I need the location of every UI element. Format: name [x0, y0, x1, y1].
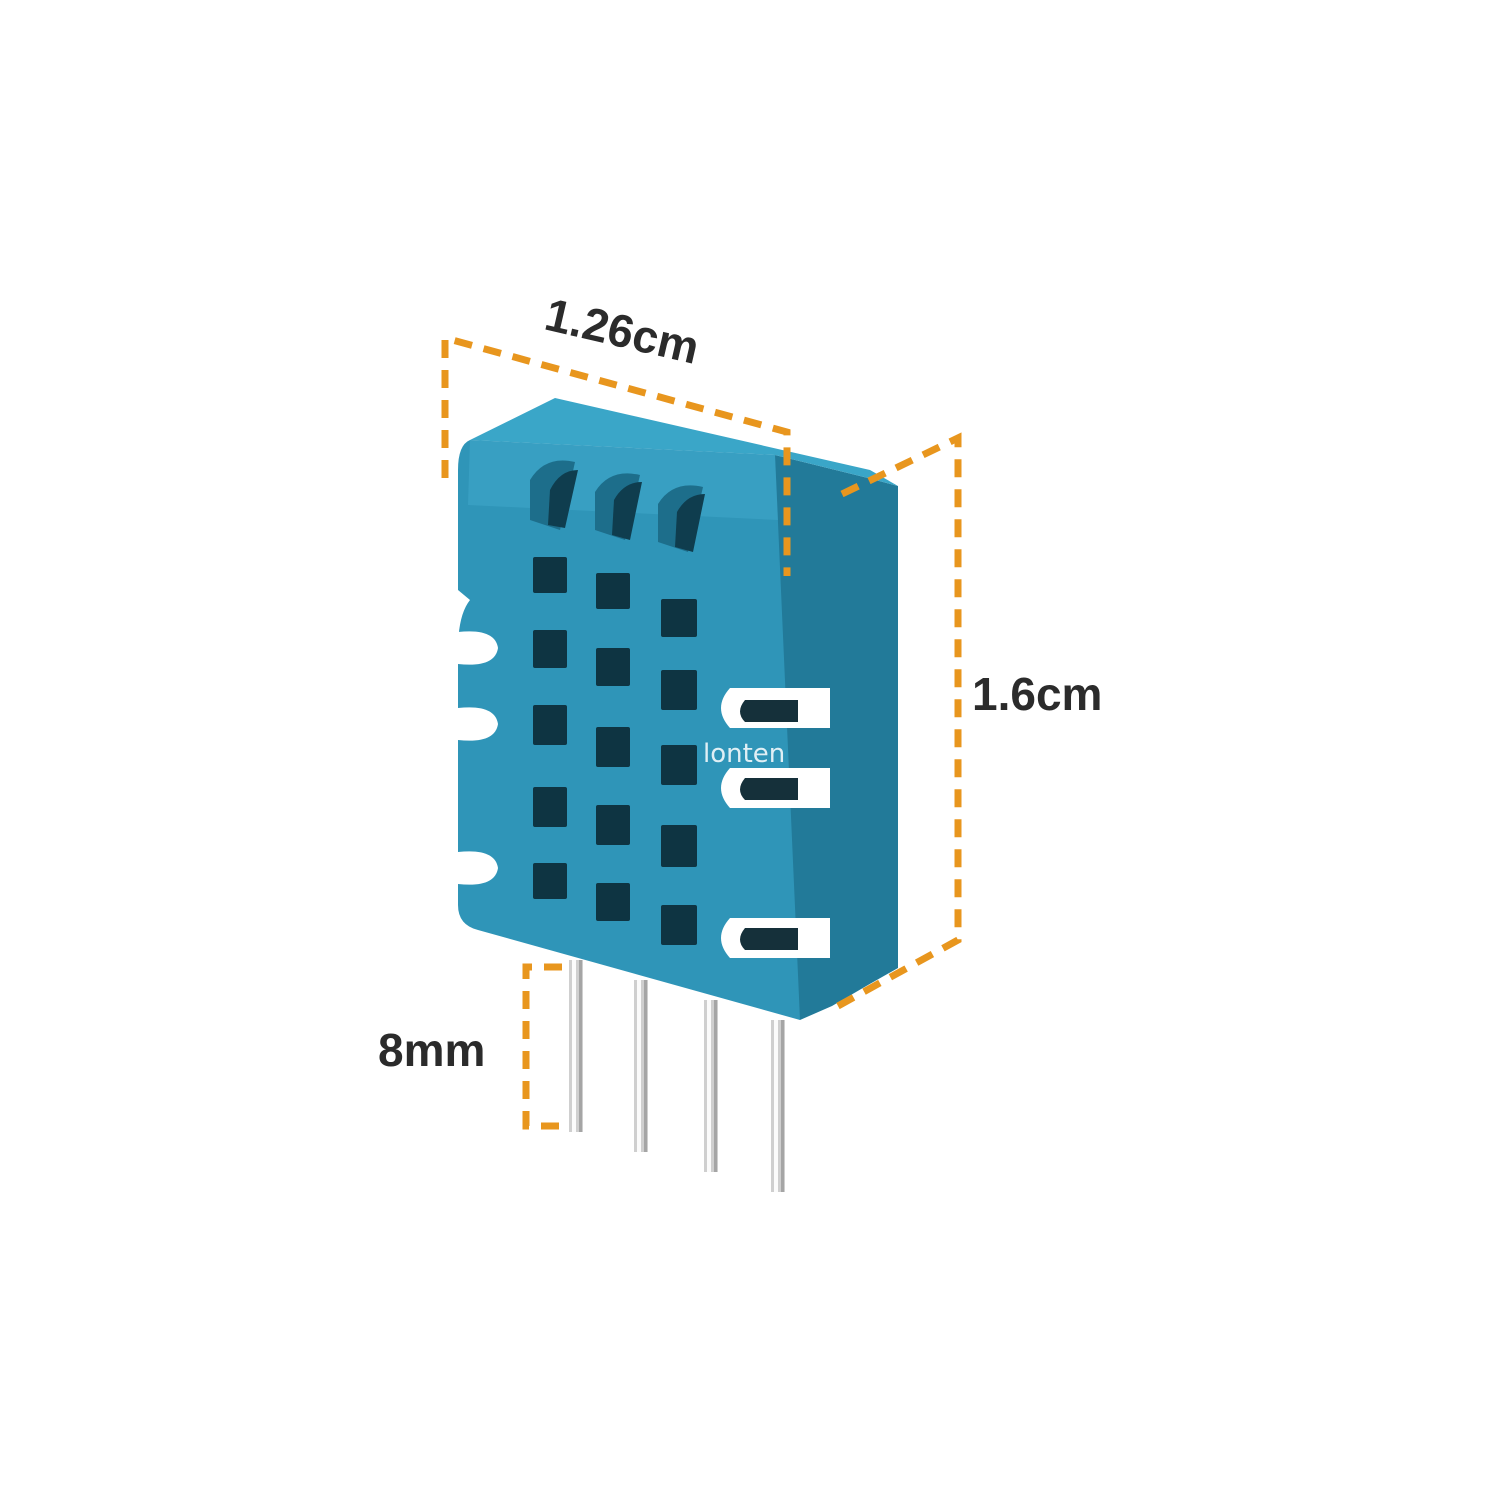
pin-1: [569, 960, 583, 1132]
right-notches: [721, 688, 830, 958]
sensor-top-edge: [470, 398, 898, 486]
watermark: lonten: [703, 739, 785, 769]
pin-2: [634, 980, 648, 1152]
width-label: 1.26cm: [540, 288, 704, 374]
square-vent-grid: [533, 557, 697, 945]
left-notches: [458, 631, 498, 885]
pin-3: [704, 1000, 718, 1172]
sensor-body: lonten: [458, 398, 898, 1020]
height-label: 1.6cm: [972, 668, 1102, 720]
sensor-side-face: [775, 455, 898, 1020]
pin-4: [771, 1020, 785, 1192]
pin-length-dimension-line: [522, 963, 565, 1130]
sensor-pins: [569, 960, 785, 1192]
dimension-lines: [441, 333, 962, 1130]
width-dimension-line: [441, 333, 791, 576]
pin-length-label: 8mm: [378, 1024, 485, 1076]
top-vent-slots: [530, 460, 705, 552]
height-dimension-line: [836, 432, 962, 1010]
